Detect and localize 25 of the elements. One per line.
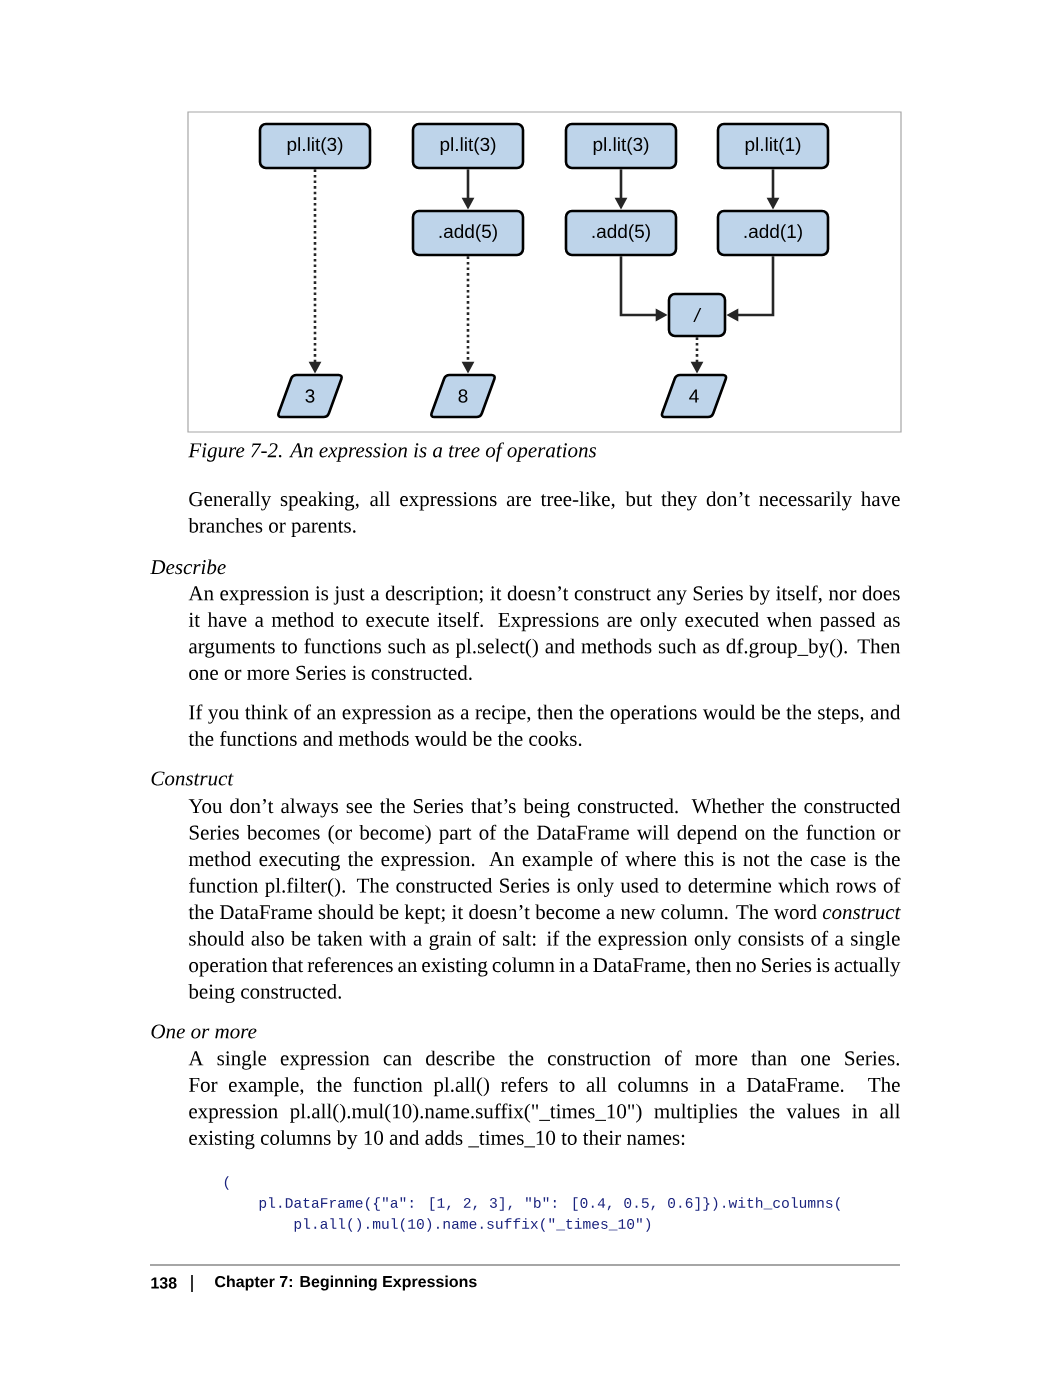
code-line: pl.DataFrame({"a": [1, 2, 3], "b": [0.4, 0.5, 0.6]}).with_columns( (259, 1197, 840, 1211)
paragraph: An expression is just a description; it doesn’t construct any Series by itself, nor does it have a method to execute itself. Expressions are only executed when passed as arguments to functions such as pl.select() and methods such as df.group_by(). Then one or more Series is constructed. (188, 585, 901, 680)
operator-box: / (667, 292, 727, 338)
operation-box: .add(1) (716, 209, 830, 257)
operation-box: pl.lit(3) (411, 122, 525, 170)
operation-box: .add(5) (564, 209, 678, 257)
term-heading: One or more (151, 1024, 257, 1039)
operation-box: pl.lit(3) (258, 122, 372, 170)
result-parallelogram: 8 (430, 373, 496, 419)
result-parallelogram: 4 (660, 373, 728, 419)
term-heading: Construct (151, 771, 234, 786)
operation-box: .add(5) (411, 209, 525, 257)
paragraph: If you think of an expression as a recipe, then the operations would be the steps, and the functions and methods would be the cooks. (188, 704, 901, 746)
paragraph: Generally speaking, all expressions are tree-like, but they don’t necessarily have branches or parents. (188, 491, 900, 537)
running-footer: Chapter 7: Beginning Expressions (215, 1275, 477, 1291)
operation-box: pl.lit(1) (716, 122, 830, 170)
figure-caption: Figure 7-2. An expression is a tree of operations (188, 442, 597, 462)
paragraph: You don’t always see the Series that’s being constructed. Whether the constructed Series becomes (or become) part of the DataFrame will depend on the function or method executing the expression. An example of where this is not the case is the function pl.filter(). The constructed Series is only used to determine which rows of the DataFrame should be kept; it doesn’t become a new column. The word construct should also be taken with a grain of salt: if the expression only consists of a single operation that references an existing column in a DataFrame, then no Series is actually being constructed. (188, 798, 901, 1003)
operation-box: pl.lit(3) (564, 122, 678, 170)
code-line: pl.all().mul(10).name.suffix("_times_10") (294, 1218, 651, 1232)
code-line: ( (224, 1176, 229, 1190)
page-number: 138 (151, 1277, 177, 1289)
result-parallelogram: 3 (277, 373, 343, 419)
term-heading: Describe (150, 559, 226, 575)
paragraph: A single expression can describe the construction of more than one Series. For example, the function pl.all() refers to all columns in a DataFrame. The expression pl.all().mul(10).name.suffix("_times_10") multiplies the values in all existing columns by 10 and adds _times_10 to their names: (188, 1050, 900, 1150)
